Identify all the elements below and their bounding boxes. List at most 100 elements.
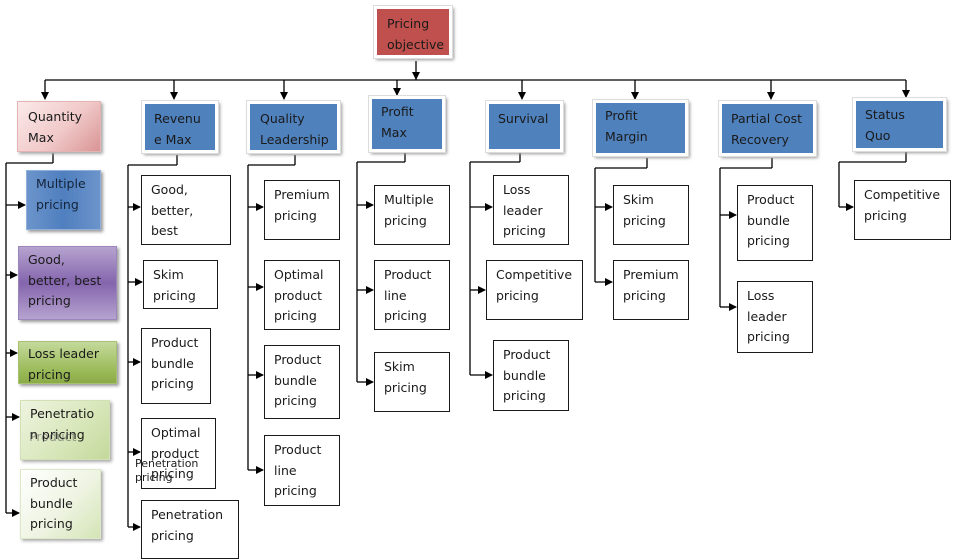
objective-arrow-icon: [393, 88, 401, 96]
method-loss-leader-pricing: Loss leader pricing: [493, 175, 569, 245]
overlapping-penetration-text: Penetration pricing: [135, 457, 199, 484]
method-label: Multiple pricing: [36, 176, 86, 212]
overlapping-ghost-text: Product: [29, 429, 77, 444]
branch-arrow-icon: [605, 278, 613, 286]
method-label: Product bundle pricing: [503, 347, 551, 403]
method-label: Skim pricing: [384, 359, 427, 395]
method-label: Loss leader pricing: [747, 288, 790, 344]
method-label: Premium pricing: [274, 187, 330, 223]
branch-arrow-icon: [256, 283, 264, 291]
method-label: Loss leader pricing: [28, 346, 99, 382]
branch-arrow-icon: [133, 448, 141, 456]
objective-quantity-max: Quantity Max: [17, 101, 101, 152]
branch-arrow-icon: [18, 201, 26, 209]
method-label: Penetratio n pricing: [30, 406, 95, 442]
branch-arrow-icon: [846, 203, 854, 211]
branch-arrow-icon: [256, 203, 264, 211]
branch-arrow-icon: [10, 349, 18, 357]
method-label: Optimal product pricing: [151, 425, 201, 481]
method-label: Product bundle pricing: [747, 192, 795, 248]
method-label: Penetration pricing: [151, 507, 224, 543]
method-penetration-pricing: Penetration pricing: [141, 500, 239, 559]
method-label: Skim pricing: [153, 267, 196, 303]
objective-label: Revenu e Max: [154, 111, 201, 147]
branch-arrow-icon: [366, 286, 374, 294]
branch-arrow-icon: [256, 466, 264, 474]
objective-label: Partial Cost Recovery: [731, 111, 803, 147]
objective-profit-margin: Profit Margin: [592, 99, 689, 157]
root-arrow-icon: [412, 72, 420, 80]
branch-arrow-icon: [256, 371, 264, 379]
objective-arrow-icon: [518, 92, 526, 100]
method-label: Competitive pricing: [496, 267, 573, 303]
objective-label: Survival: [498, 111, 549, 126]
method-optimal-product-pricing: Optimal product pricing: [264, 260, 340, 330]
root-pricing-objective: Pricing objective: [373, 5, 453, 59]
method-competitive-pricing: Competitive pricing: [486, 260, 583, 320]
method-skim-pricing: Skim pricing: [143, 260, 218, 309]
root-label: Pricing objective: [387, 16, 445, 52]
method-premium-pricing: Premium pricing: [613, 260, 689, 320]
method-competitive-pricing: Competitive pricing: [854, 180, 951, 240]
method-label: Product bundle pricing: [151, 335, 199, 391]
method-product-bundle-pricing: Product bundle pricing: [493, 340, 569, 411]
method-label: Good, better, best pricing: [28, 252, 102, 308]
method-label: Product bundle pricing: [274, 352, 322, 408]
objective-arrow-icon: [280, 92, 288, 100]
branch-arrow-icon: [133, 523, 141, 531]
method-multiple-pricing: Multiple pricing: [374, 185, 450, 245]
branch-arrow-icon: [729, 303, 737, 311]
branch-arrow-icon: [133, 203, 141, 211]
method-label: Competitive pricing: [864, 187, 941, 223]
method-loss-leader-pricing: Loss leader pricing: [18, 341, 117, 384]
objective-label: Status Quo: [865, 107, 905, 143]
branch-arrow-icon: [729, 211, 737, 219]
method-penetration-pricing: Penetratio n pricing: [20, 400, 110, 460]
branch-arrow-icon: [485, 371, 493, 379]
branch-arrow-icon: [10, 271, 18, 279]
method-label: Product line pricing: [384, 267, 432, 323]
method-loss-leader-pricing: Loss leader pricing: [737, 281, 813, 353]
objective-quality-leadership: Quality Leadership: [246, 100, 341, 154]
method-product-bundle-pricing: Product bundle pricing: [141, 328, 211, 404]
objective-arrow-icon: [41, 92, 49, 100]
method-skim-pricing: Skim pricing: [374, 352, 450, 412]
objective-label: Quality Leadership: [260, 111, 329, 147]
branch-arrow-icon: [135, 278, 143, 286]
method-label: Product bundle pricing: [30, 475, 78, 531]
method-label: Multiple pricing: [384, 192, 434, 228]
objective-arrow-icon: [170, 92, 178, 100]
objective-survival: Survival: [485, 100, 564, 153]
objective-label: Quantity Max: [28, 109, 83, 145]
method-optimal-product-pricing: Optimal product pricing: [141, 418, 216, 489]
method-product-line-pricing: Product line pricing: [374, 260, 450, 330]
method-label: Skim pricing: [623, 192, 666, 228]
branch-arrow-icon: [478, 286, 486, 294]
branch-arrow-icon: [366, 378, 374, 386]
method-product-line-pricing: Product line pricing: [264, 435, 340, 506]
branch-arrow-icon: [12, 413, 20, 421]
method-premium-pricing: Premium pricing: [264, 180, 340, 240]
method-label: Optimal product pricing: [274, 267, 324, 323]
method-product-bundle-pricing: Product bundle pricing: [737, 185, 813, 261]
method-label: Good, better, best pricing: [151, 182, 194, 244]
method-label: Product line pricing: [274, 442, 322, 498]
method-label: Premium pricing: [623, 267, 679, 303]
objective-revenue-max: Revenu e Max: [141, 100, 219, 154]
method-good-better-best-pricing: Good, better, best pricing: [18, 246, 117, 320]
method-skim-pricing: Skim pricing: [613, 185, 689, 245]
objective-profit-max: Profit Max: [368, 95, 446, 153]
objective-arrow-icon: [631, 92, 639, 100]
objective-arrow-icon: [902, 90, 910, 98]
objective-label: Profit Max: [381, 104, 414, 140]
method-multiple-pricing: Multiple pricing: [26, 170, 101, 230]
branch-arrow-icon: [366, 201, 374, 209]
branch-arrow-icon: [133, 358, 141, 366]
method-label: Loss leader pricing: [503, 182, 546, 238]
method-product-bundle-pricing: Product bundle pricing: [20, 469, 101, 539]
method-good-better-best-pricing: Good, better, best pricing: [141, 175, 231, 245]
branch-arrow-icon: [605, 203, 613, 211]
objective-partial-cost-recovery: Partial Cost Recovery: [718, 100, 817, 157]
objective-status-quo: Status Quo: [852, 97, 947, 152]
